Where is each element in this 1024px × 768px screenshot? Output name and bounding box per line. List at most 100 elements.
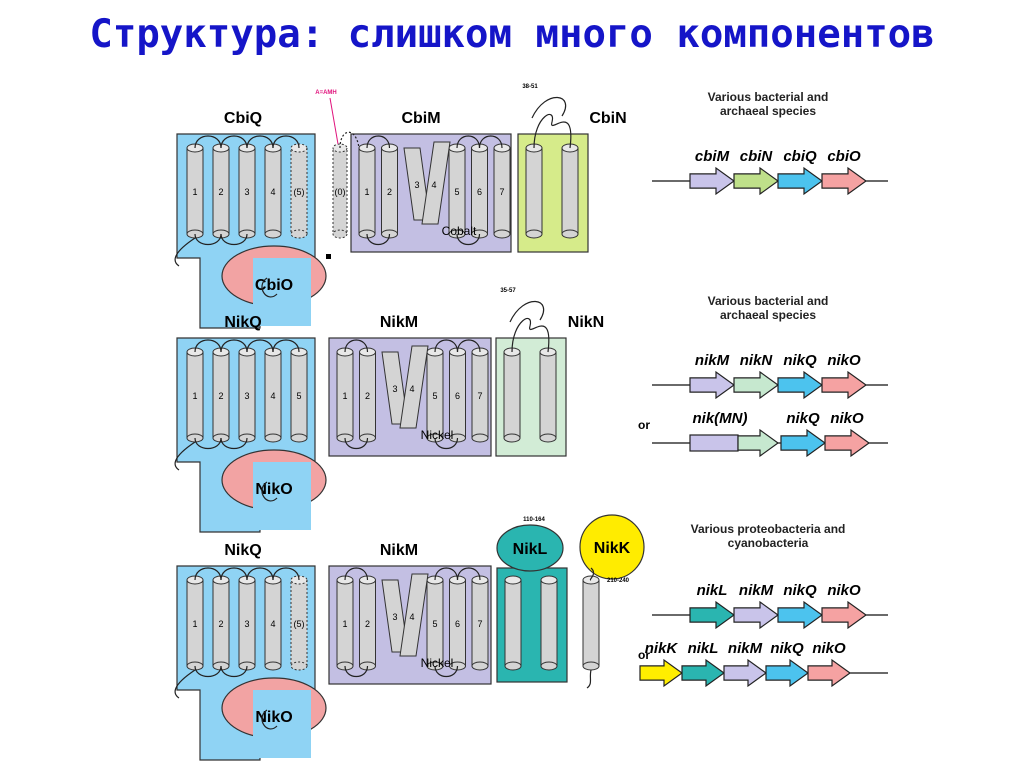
helix: 3 [238, 143, 256, 239]
helix-bottom [264, 661, 282, 671]
helix-bottom [540, 661, 558, 671]
helix-bottom [332, 229, 348, 239]
slide-title: Структура: слишком много компонентов [89, 12, 935, 57]
loop [456, 135, 481, 149]
helix: 1 [186, 143, 204, 239]
helix-number: 2 [218, 391, 223, 401]
helix-number: 1 [342, 619, 347, 629]
loop [220, 437, 248, 450]
operon-prefix: or [638, 648, 650, 662]
gene-arrow [681, 658, 726, 688]
helix-number: 6 [455, 619, 460, 629]
loop [220, 135, 248, 149]
helix: (0) [332, 143, 348, 239]
helix-bottom [504, 661, 522, 671]
helix-number: 7 [477, 619, 482, 629]
helix-number: 5 [432, 619, 437, 629]
gene-segment [689, 434, 739, 452]
helix [539, 347, 557, 443]
loop-coil [261, 481, 278, 502]
loop [434, 665, 459, 678]
helix-number: 3 [414, 180, 419, 190]
helix-top [504, 575, 522, 585]
gene-name: nikM [728, 640, 763, 657]
helix-bottom [264, 433, 282, 443]
gene-name: cbiQ [783, 148, 817, 165]
helix: 4 [264, 575, 282, 671]
helix-number: 1 [364, 187, 369, 197]
helix: 1 [336, 347, 354, 443]
m-annotation: A=AMH [315, 90, 337, 96]
helix: 1 [186, 347, 204, 443]
species-text: archaeal species [720, 104, 816, 118]
loop [246, 567, 274, 581]
helix-number: 5 [296, 391, 301, 401]
helix-bottom [539, 433, 557, 443]
helix [561, 143, 579, 239]
loop [194, 665, 222, 678]
n-subunit-label: NikN [568, 314, 604, 331]
loop [194, 437, 222, 450]
helix-number: 1 [192, 391, 197, 401]
helix-body [332, 147, 348, 235]
helix [504, 575, 522, 671]
species-text: archaeal species [720, 308, 816, 322]
species-text: cyanobacteria [728, 536, 809, 550]
gene-name: nikL [688, 640, 719, 657]
helix-bottom [290, 661, 308, 671]
gene-arrow [639, 658, 684, 688]
annotation-pointer [329, 97, 339, 145]
helix-number: 2 [387, 187, 392, 197]
n-loop [531, 96, 567, 119]
loop [366, 135, 391, 149]
helix-number: 5 [454, 187, 459, 197]
loop [194, 567, 222, 581]
gene-name: nik(MN) [693, 410, 748, 427]
helix [540, 575, 558, 671]
loop [366, 233, 391, 246]
helix: 3 [238, 347, 256, 443]
terminal [586, 669, 592, 689]
m-subunit-label: NikM [380, 542, 418, 559]
gene-name: nikM [739, 582, 774, 599]
helix: 5 [290, 347, 308, 443]
helix-tilted [421, 141, 451, 225]
helix-number: 3 [392, 612, 397, 622]
helix-number: 6 [455, 391, 460, 401]
helix: 2 [212, 575, 230, 671]
helix-number: 4 [270, 187, 275, 197]
k-loop-label: 210-240 [607, 578, 630, 584]
gene-name: nikO [812, 640, 846, 657]
helix-number: 4 [409, 612, 414, 622]
gene-name: nikL [697, 582, 728, 599]
gene-arrow [733, 600, 780, 630]
n-loop [511, 317, 550, 353]
q-stalk [253, 258, 311, 326]
loop [194, 233, 222, 246]
gene-arrow [733, 370, 780, 400]
loop [220, 233, 248, 246]
n-loop [509, 300, 545, 323]
loop [456, 567, 481, 581]
gene-arrow [777, 166, 824, 196]
metal-label: Cobalt [442, 224, 477, 238]
n-loop-label: 38-51 [522, 84, 538, 90]
helix-bottom [503, 433, 521, 443]
helix: 7 [471, 575, 489, 671]
k-subunit-label: NikK [594, 540, 631, 557]
gene-arrow [689, 166, 736, 196]
helix-bottom [290, 433, 308, 443]
helix: 3 [238, 575, 256, 671]
gene-arrow [765, 658, 810, 688]
helix: 7 [493, 143, 511, 239]
gene-arrow [723, 658, 768, 688]
n-loop [533, 113, 572, 149]
helix-number: 2 [218, 187, 223, 197]
loop [478, 135, 503, 149]
loop [220, 339, 248, 353]
gene-name: nikQ [783, 352, 817, 369]
helix-number: 4 [431, 180, 436, 190]
loop [344, 437, 369, 450]
